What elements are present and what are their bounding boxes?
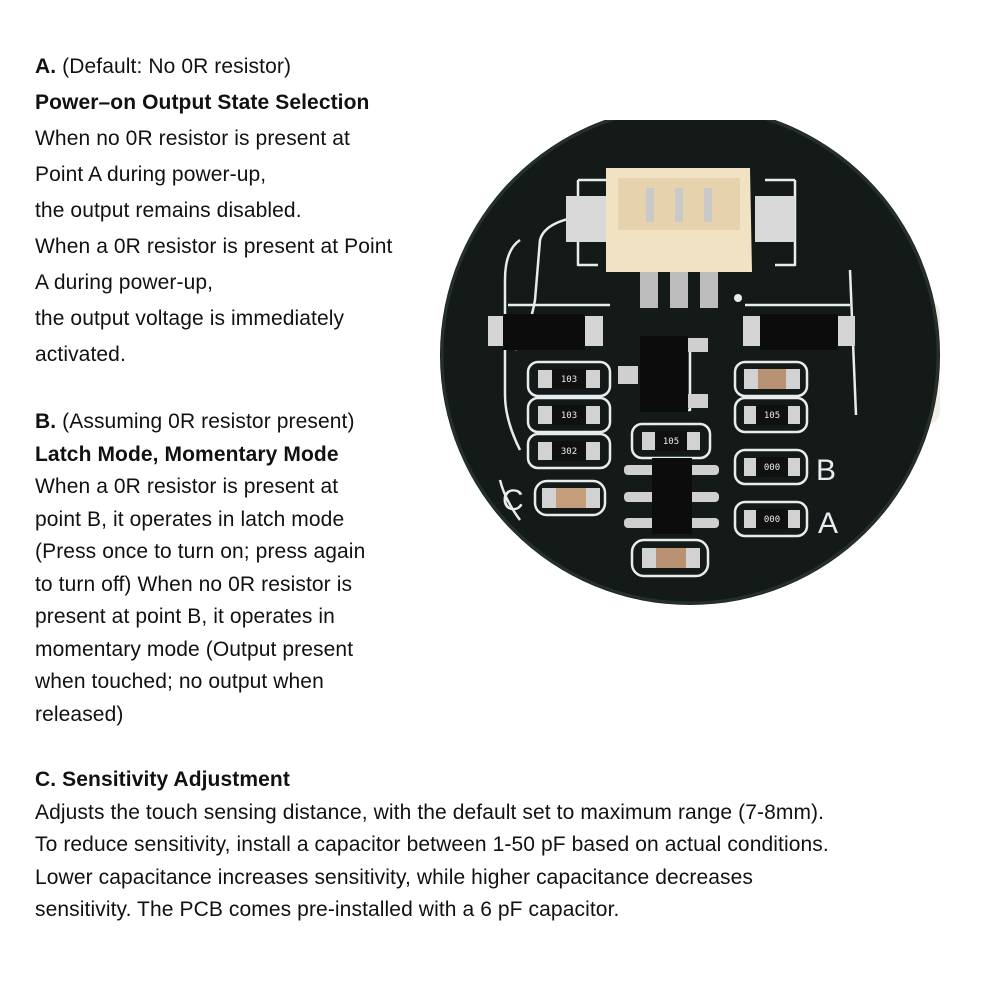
- section-b-letter: B.: [35, 410, 57, 433]
- section-b-line: released): [35, 702, 124, 726]
- res-outline: [526, 360, 612, 398]
- section-c: C. Sensitivity Adjustment Adjusts the to…: [35, 764, 829, 927]
- res-outline: [526, 396, 612, 434]
- section-a-line: the output remains disabled.: [35, 199, 302, 222]
- res-code: 000: [764, 515, 780, 525]
- section-a-line: When a 0R resistor is present at Point: [35, 235, 393, 258]
- pcb-label-c: C: [502, 484, 524, 517]
- section-b-line: present at point B, it operates in: [35, 605, 335, 628]
- section-a: A. (Default: No 0R resistor) Power–on Ou…: [35, 49, 392, 373]
- res-code: 000: [764, 463, 780, 473]
- section-a-letter: A.: [35, 55, 57, 78]
- section-b-line: (Press once to turn on; press again: [35, 540, 366, 563]
- section-a-heading: Power–on Output State Selection: [35, 91, 370, 114]
- diode-left: [488, 314, 603, 350]
- res-outline: [526, 432, 612, 470]
- smd-resistors: [538, 369, 800, 529]
- section-c-heading: C. Sensitivity Adjustment: [35, 768, 290, 791]
- section-c-line: sensitivity. The PCB comes pre-installed…: [35, 898, 620, 921]
- section-a-line: When no 0R resistor is present at: [35, 127, 350, 150]
- smd-capacitors: [542, 369, 800, 568]
- section-b-line: point B, it operates in latch mode: [35, 507, 345, 531]
- cap-outline-c: [533, 479, 607, 517]
- section-c-line: Adjusts the touch sensing distance, with…: [35, 800, 825, 824]
- section-b-line: to turn off) When no 0R resistor is: [35, 572, 353, 596]
- section-b-line: momentary mode (Output present: [35, 637, 354, 661]
- section-a-title-line: A. (Default: No 0R resistor): [35, 49, 392, 85]
- connector: [566, 168, 795, 308]
- diode-right: [743, 314, 855, 350]
- section-b-note: (Assuming 0R resistor present): [56, 410, 355, 433]
- pcb-label-a: A: [818, 507, 838, 540]
- transistor: [618, 336, 708, 412]
- section-b-title-line: B. (Assuming 0R resistor present): [35, 406, 365, 439]
- section-c-line: To reduce sensitivity, install a capacit…: [35, 833, 829, 856]
- section-a-line: Point A during power-up,: [35, 163, 267, 186]
- section-a-line: activated.: [35, 343, 126, 366]
- section-b-heading: Latch Mode, Momentary Mode: [35, 442, 339, 466]
- section-a-line: the output voltage is immediately: [35, 307, 345, 330]
- res-code: 105: [663, 437, 679, 447]
- section-a-line: A during power-up,: [35, 271, 214, 294]
- section-a-note: (Default: No 0R resistor): [56, 55, 292, 78]
- section-b: B. (Assuming 0R resistor present) Latch …: [35, 406, 365, 731]
- section-b-line: When a 0R resistor is present at: [35, 475, 339, 498]
- section-b-line: when touched; no output when: [35, 670, 324, 693]
- res-code: 105: [764, 411, 780, 421]
- pcb-label-b: B: [816, 454, 836, 487]
- res-code: 103: [561, 411, 577, 421]
- res-code: 302: [561, 447, 577, 457]
- ic-chip: [624, 458, 719, 534]
- pcb-board-image: 103 103 302 105 105 000 000 C B A: [440, 120, 940, 605]
- section-c-line: Lower capacitance increases sensitivity,…: [35, 865, 753, 889]
- res-code: 103: [561, 375, 577, 385]
